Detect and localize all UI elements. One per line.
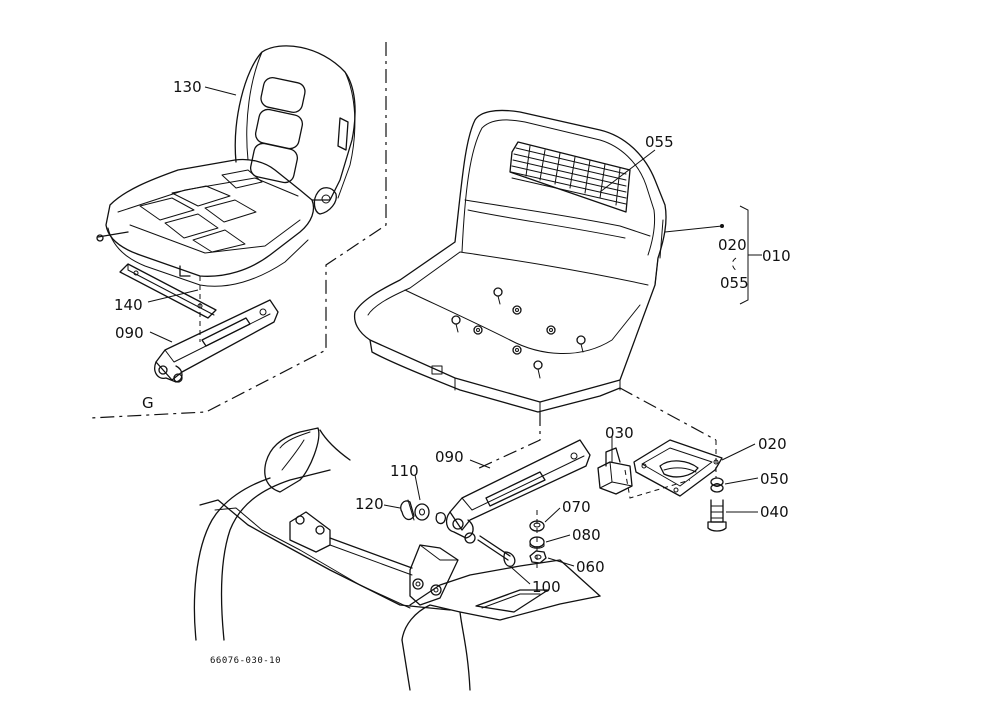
callout-140: 140 — [114, 296, 143, 314]
callout-110: 110 — [390, 462, 419, 480]
seat-rail-090-inset — [154, 299, 279, 383]
leader-020a — [664, 225, 723, 233]
callout-120: 120 — [355, 495, 384, 513]
leader-055a — [599, 149, 656, 193]
leader-140 — [147, 289, 199, 303]
seat-rail-090 — [445, 439, 591, 544]
group-label-g: G — [142, 394, 154, 412]
point-020a — [720, 224, 724, 228]
slider-030 — [597, 447, 633, 495]
leader-120 — [383, 504, 401, 509]
callout-100: 100 — [532, 578, 561, 596]
pivot-bracket — [409, 544, 459, 606]
callout-020-top: 020 — [718, 236, 747, 254]
callout-030: 030 — [605, 424, 634, 442]
nut-060 — [529, 550, 547, 564]
assembly-line-seat-to-rail — [474, 412, 541, 471]
leader-050 — [724, 477, 759, 485]
leader-020b — [721, 443, 756, 461]
assembly-line-slide — [624, 469, 691, 499]
callout-060: 060 — [576, 558, 605, 576]
callout-080: 080 — [572, 526, 601, 544]
leader-060 — [547, 557, 575, 567]
washer-110 — [414, 503, 447, 525]
leader-070 — [544, 507, 561, 523]
seat-pan-fasteners — [451, 287, 586, 379]
bolt-100 — [477, 535, 516, 567]
callout-040: 040 — [760, 503, 789, 521]
callout-050: 050 — [760, 470, 789, 488]
bracket-010 — [739, 205, 762, 305]
callout-090-inset: 090 — [115, 324, 144, 342]
leader-110 — [414, 474, 421, 501]
bolt-040 — [707, 499, 727, 532]
leader-090b — [469, 459, 491, 469]
pin-120 — [400, 499, 415, 521]
callout-130: 130 — [173, 78, 202, 96]
leader-100 — [511, 567, 531, 585]
leader-080 — [545, 534, 571, 543]
suspension-seat-130 — [96, 45, 356, 287]
callout-010: 010 — [762, 247, 791, 265]
callout-090: 090 — [435, 448, 464, 466]
seat-pan-010 — [353, 109, 667, 413]
seat-plate-140 — [119, 263, 217, 319]
assembly-line-seat-to-plate — [619, 387, 717, 441]
callout-055-group: 055 — [720, 274, 749, 292]
leader-130 — [204, 86, 237, 96]
callout-020-plate: 020 — [758, 435, 787, 453]
leader-090a — [149, 331, 173, 343]
callout-055-decal: 055 — [645, 133, 674, 151]
inset-boundary-line — [89, 42, 387, 419]
callout-070: 070 — [562, 498, 591, 516]
drawing-code: 66076-030-10 — [210, 656, 281, 666]
plate-020 — [633, 439, 723, 497]
spring-washer-050 — [710, 477, 724, 493]
decal-055 — [509, 141, 631, 213]
leader-055b — [731, 257, 739, 273]
